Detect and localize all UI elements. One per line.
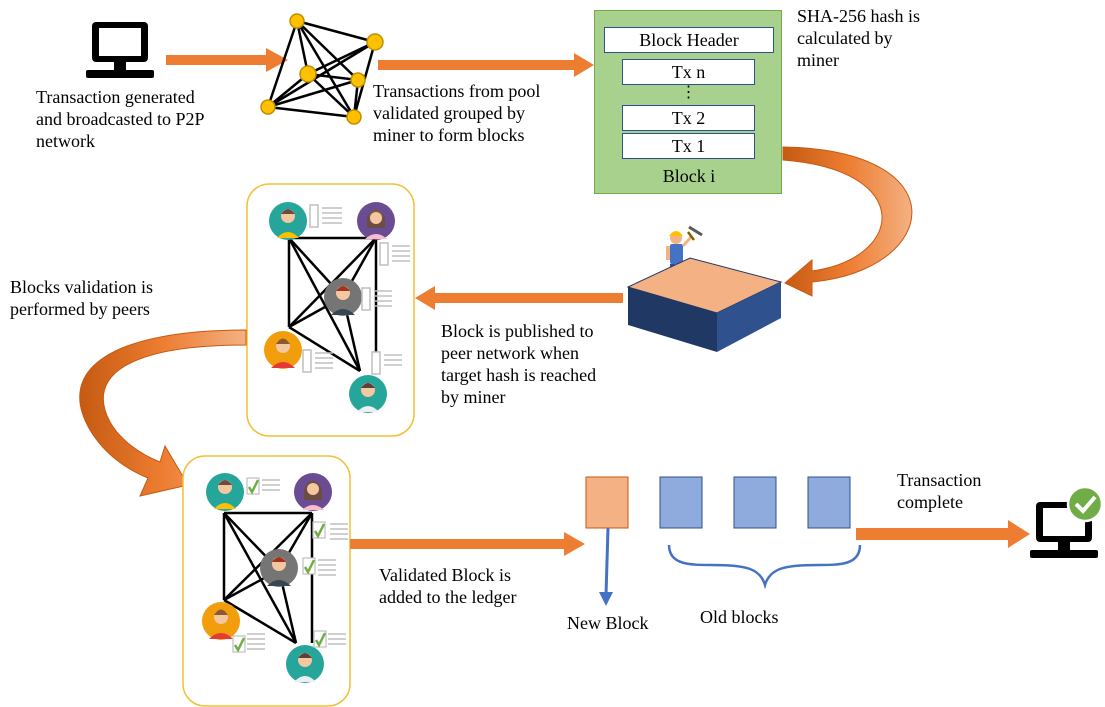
ledger-blocks	[585, 476, 851, 529]
old-block	[733, 476, 777, 529]
checkmark-icon	[232, 477, 327, 653]
tx-ellipsis: ⋮	[680, 84, 697, 101]
block-caption: Block i	[662, 166, 716, 186]
label-complete: Transaction complete	[897, 470, 982, 512]
old-block	[659, 476, 703, 529]
peer-avatar-icon	[264, 331, 302, 369]
label-new-block: New Block	[567, 613, 649, 633]
arrow-broadcast	[166, 48, 288, 72]
arrow-to-ledger	[350, 532, 585, 556]
p2p-network-icon	[260, 13, 384, 125]
peer-avatar-icon	[286, 645, 324, 683]
curved-arrow-validation	[79, 329, 247, 497]
peer-avatar-icon	[269, 202, 307, 240]
miner-icon	[666, 225, 703, 276]
old-blocks-brace	[667, 544, 862, 590]
arrow-publish	[415, 286, 623, 310]
block-header: Block Header	[604, 27, 774, 53]
label-published: Block is published to peer network when …	[441, 321, 597, 407]
label-tx-generated: Transaction generated and broadcasted to…	[36, 87, 205, 151]
new-block-pointer	[599, 527, 613, 606]
tx-row: Tx n	[622, 59, 755, 85]
document-icon	[302, 204, 410, 375]
peer-avatar-icon	[202, 602, 240, 640]
label-old-blocks: Old blocks	[700, 607, 779, 627]
tx-row: Tx 1	[622, 133, 755, 159]
computer-check-icon	[1030, 485, 1104, 558]
peer-panel-upper	[246, 183, 415, 437]
curved-arrow-to-miner	[782, 146, 913, 297]
label-validation: Blocks validation is performed by peers	[10, 277, 153, 319]
peer-avatar-icon	[357, 202, 395, 240]
label-added: Validated Block is added to the ledger	[379, 565, 517, 607]
computer-icon	[86, 22, 154, 78]
block-i: Block Header Tx n ⋮ Tx 2 Tx 1 Block i	[594, 10, 782, 194]
peer-avatar-icon	[324, 278, 362, 316]
peer-avatar-icon	[260, 549, 298, 587]
label-sha: SHA-256 hash is calculated by miner	[797, 6, 921, 70]
new-block	[585, 476, 629, 529]
peer-panel-lower	[182, 455, 351, 707]
peer-avatar-icon	[349, 375, 387, 413]
document-icon	[247, 479, 348, 650]
peer-avatar-icon	[294, 473, 332, 511]
arrow-complete	[856, 520, 1030, 548]
arrow-to-block	[378, 53, 594, 77]
label-tx-pool: Transactions from pool validated grouped…	[373, 81, 541, 145]
tx-row: Tx 2	[622, 105, 755, 131]
mining-platform-icon	[626, 257, 783, 352]
peer-avatar-icon	[206, 473, 244, 511]
old-block	[807, 476, 851, 529]
